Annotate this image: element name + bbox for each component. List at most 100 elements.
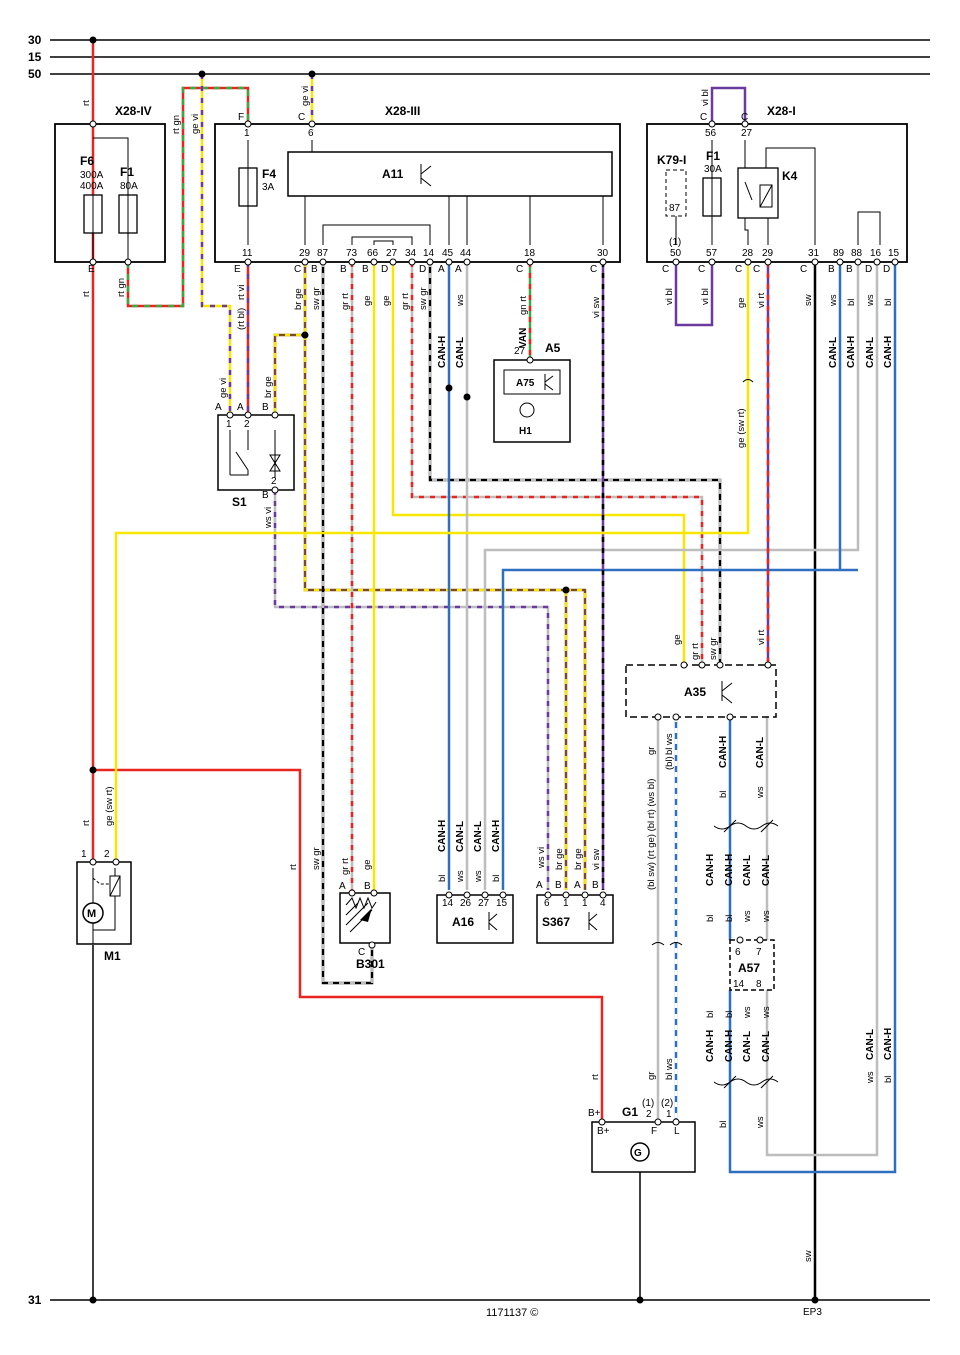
x28iii-pin-18: 18 [524, 248, 536, 259]
can-l-label-7: CAN-L [761, 1031, 772, 1062]
wire-label-bl-1: bl [846, 299, 857, 306]
wire-label-rt-g1: rt [590, 1074, 601, 1080]
x28iii-conn-a2: A [455, 264, 462, 275]
wire-label-ws-a16-1: ws [455, 870, 466, 883]
wire-label-ws-a57-3: ws [742, 1006, 753, 1019]
s367-pin-1a: 1 [563, 898, 569, 909]
a16-pin-14: 14 [442, 898, 454, 909]
wire-label-bl-ws-g1: bl ws [664, 1058, 675, 1080]
k79-label: K79-I [657, 153, 686, 167]
wire-label-rt-gn-1: rt gn [116, 278, 127, 297]
wire-label-bl-a16-2: bl [491, 875, 502, 882]
can-h-label-5: CAN-H [724, 854, 735, 886]
x28i-label: X28-I [767, 104, 796, 118]
g1-pin-1: 1 [666, 1109, 672, 1120]
wire-label-rt-1: rt [81, 291, 92, 297]
x28i-conn-c-top2: C [741, 112, 748, 123]
x28iii-conn-c2: C [516, 264, 523, 275]
x28iii-conn-d1: D [381, 264, 388, 275]
wire-label-sw-gr-b301: sw gr [311, 847, 322, 870]
x28i-pin-57: 57 [706, 248, 718, 259]
x28i-pin-circles [672, 120, 899, 266]
wire-label-ws-bottom: ws [755, 1116, 766, 1129]
wire-label-ws-3: ws [865, 294, 876, 307]
s1-conn-a1: A [215, 402, 222, 413]
m1-motor: M1 1 2 M rt ge (sw rt) rt [76, 786, 299, 963]
g1-pin-2: 2 [646, 1109, 652, 1120]
wire-label-ws-a57-2: ws [761, 910, 772, 923]
g1-term-b-plus: B+ [597, 1126, 610, 1137]
wire-label-ge-vi-1: ge vi [190, 114, 201, 134]
x28iii-conn-b3: B [362, 264, 369, 275]
wire-label-rt-m1: rt [81, 820, 92, 826]
f1a-rating: 80A [120, 181, 138, 192]
wire-label-vi-sw-s367: vi sw [591, 849, 602, 870]
x28iii-conn-a1: A [438, 264, 445, 275]
wire-label-br-ge-2: br ge [293, 288, 304, 310]
can-h-label-a16-1: CAN-H [437, 820, 448, 852]
g1-conn-b-plus: B+ [588, 1108, 601, 1119]
x28i-pin-88: 88 [851, 248, 863, 259]
wire-label-ge-vi-3: ge vi [218, 378, 229, 398]
k79-pin-87: 87 [669, 203, 681, 214]
can-labels-upper: CAN-H CAN-L VAN CAN-L CAN-H CAN-L CAN-H [437, 328, 894, 368]
x28iii-pin-6: 6 [308, 128, 314, 139]
wire-label-rt-2: rt [288, 864, 299, 870]
a5-pin-27: 27 [514, 346, 526, 357]
x28iii-pin-1: 1 [244, 128, 250, 139]
can-l-label-8: CAN-L [865, 1029, 876, 1060]
x28iii-pin-34: 34 [405, 248, 417, 259]
wire-can-l-right [765, 262, 879, 1157]
generator-icon [630, 1142, 650, 1162]
s1-pin-1: 1 [226, 419, 232, 430]
b301-conn-a: A [339, 881, 346, 892]
x28iv-fuse-box: X28-IV F6 300A 400A F1 80A rt rt rt gn [54, 100, 166, 297]
wire-label-sw-gr-1: sw gr [311, 287, 322, 310]
s367-transistor-icon [588, 912, 598, 931]
f1b-rating: 30A [704, 164, 722, 175]
x28i-conn-c4: C [753, 264, 760, 275]
x28i-box: X28-I C C 56 27 K79-I 87 F1 30A K4 (1) 5… [646, 104, 908, 275]
x28iii-conn-c3: C [590, 264, 597, 275]
h1-lamp-icon [519, 402, 535, 418]
rail-15-label: 15 [28, 50, 42, 64]
s367-pin-1b: 1 [582, 898, 588, 909]
b301-element-icon [345, 896, 377, 910]
wire-label-rt-gn-2: rt gn [171, 115, 182, 134]
document-id: 1171137 © [486, 1307, 538, 1319]
a57-label: A57 [738, 961, 760, 975]
wire-br-ge [273, 262, 587, 890]
k4-relay [737, 167, 779, 219]
wire-label-bl-bottom: bl [718, 1121, 729, 1128]
x28i-conn-c-top1: C [700, 112, 707, 123]
s1-switch: S1 A A B 1 2 2 B ws vi [215, 402, 295, 529]
can-l-label-2: CAN-L [828, 337, 839, 368]
can-h-label-2: CAN-H [846, 336, 857, 368]
g1-term-f: F [651, 1126, 657, 1137]
wire-can-h-x28i-89 [501, 568, 858, 890]
wire-ws-vi [273, 490, 550, 890]
wire-label-rt-vi: rt vi [236, 285, 247, 300]
s1-diode-icon [269, 454, 281, 464]
can-break-marks [651, 379, 779, 1089]
x28iii-pin-45: 45 [442, 248, 454, 259]
wire-label-ge-sw-rt-1: ge (sw rt) [736, 408, 747, 448]
wire-label-bl-right: bl [883, 1076, 894, 1083]
can-l-label-1: CAN-L [455, 337, 466, 368]
a35-module: A35 ge gr rt sw gr vi rt gr bl ws (bl sw… [625, 629, 777, 890]
wire-label-br-ge-s367-1: br ge [554, 848, 565, 870]
wire-label-vi-bl-2: vi bl [700, 288, 711, 305]
can-h-label-1: CAN-H [437, 336, 448, 368]
x28i-pin-28: 28 [742, 248, 754, 259]
x28i-conn-c5: C [800, 264, 807, 275]
f6-label: F6 [80, 154, 94, 168]
wire-rt-main [91, 40, 604, 1120]
s367-module: A B A B 6 1 1 4 S367 ws vi br ge br ge v… [536, 847, 614, 944]
wire-can-h-right [728, 262, 897, 1174]
a5-label: A5 [545, 341, 561, 355]
x28i-pin-29: 29 [762, 248, 774, 259]
s367-conn-b2: B [592, 880, 599, 891]
ep3-label: EP3 [803, 1307, 822, 1318]
g1-label: G1 [622, 1105, 638, 1119]
g1-pin-1-paren: (1) [642, 1098, 654, 1109]
